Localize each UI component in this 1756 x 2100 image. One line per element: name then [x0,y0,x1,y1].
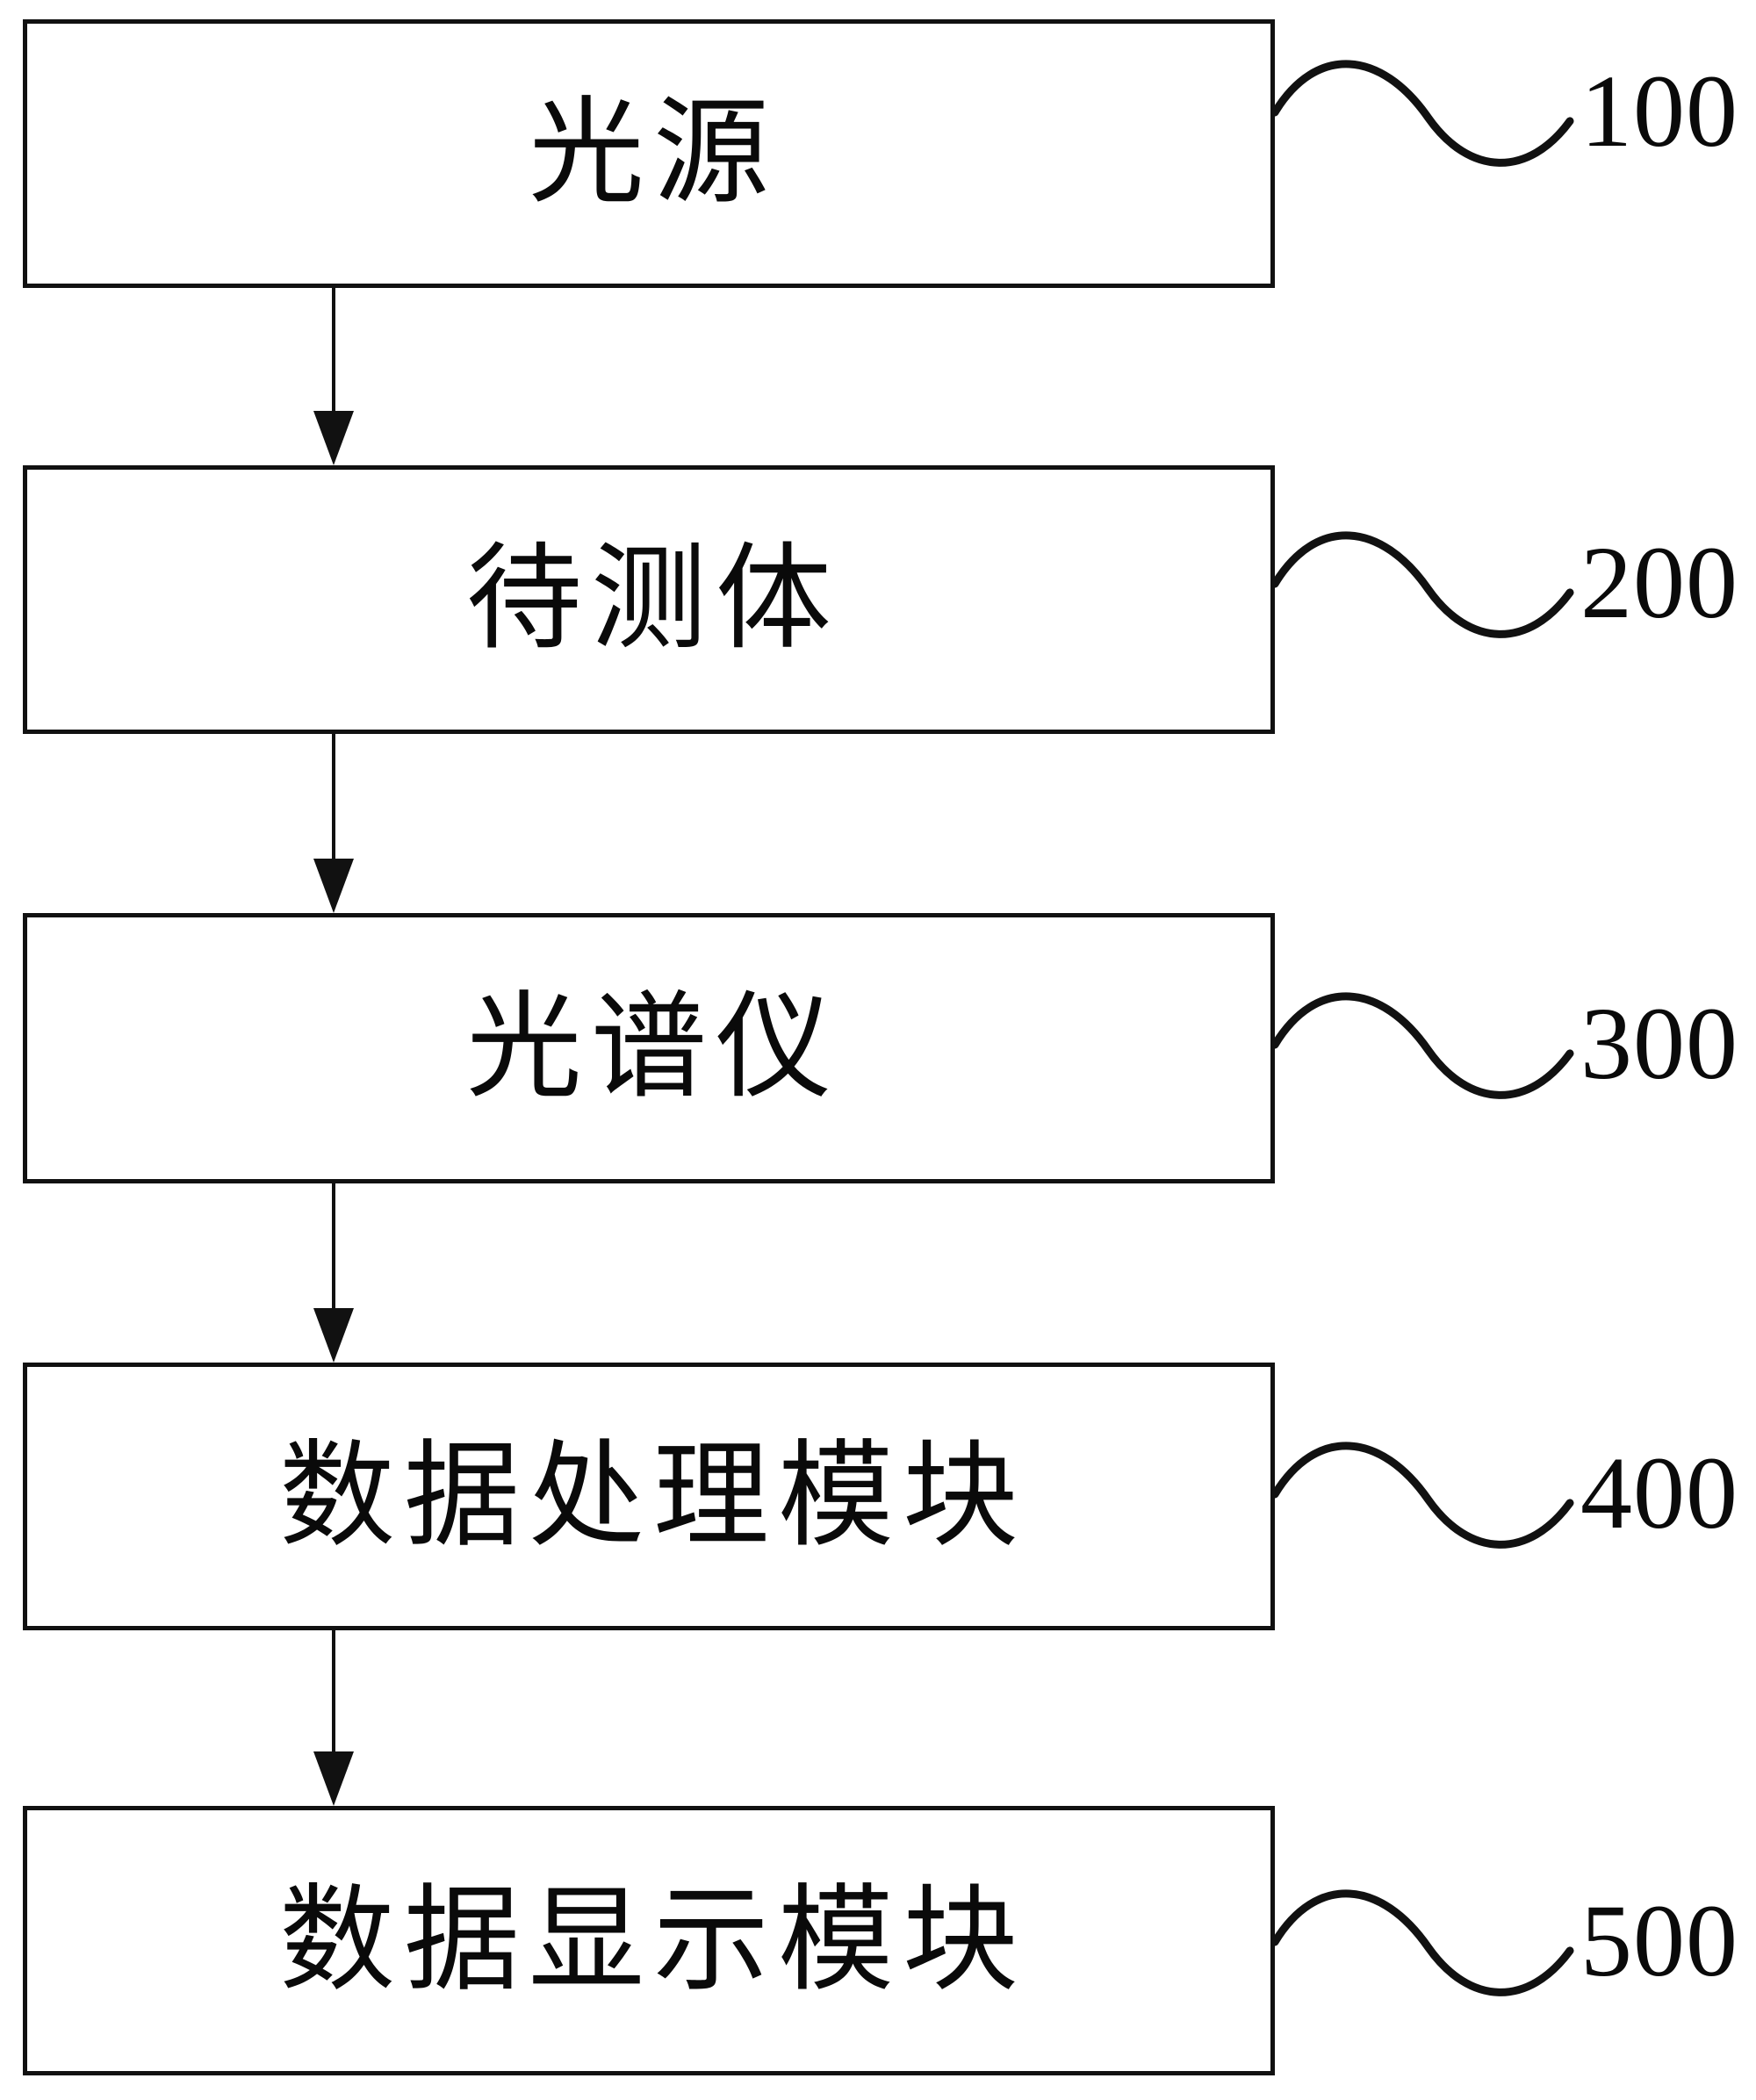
flow-arrow-down-icon [303,1630,364,1806]
flow-node-spectrometer[interactable]: 光谱仪 [23,913,1275,1183]
squiggle-leader-icon [1270,1875,1574,2009]
flow-arrow-down-icon [303,734,364,913]
flow-node-sample[interactable]: 待测体 [23,465,1275,734]
squiggle-leader-icon [1270,46,1574,179]
reference-number: 100 [1580,54,1738,169]
flow-node-data-display-module[interactable]: 数据显示模块 [23,1806,1275,2075]
flow-node-light-source[interactable]: 光源 [23,19,1275,288]
squiggle-leader-icon [1270,517,1574,651]
flow-node-label: 数据处理模块 [279,1431,1027,1561]
flow-node-label: 光谱仪 [466,983,840,1112]
squiggle-leader-icon [1270,1428,1574,1561]
reference-number: 400 [1580,1435,1738,1550]
flow-node-label: 待测体 [466,535,840,664]
flow-arrow-down-icon [303,1183,364,1363]
reference-number: 200 [1580,525,1738,640]
reference-number: 300 [1580,986,1738,1101]
flow-node-data-processing-module[interactable]: 数据处理模块 [23,1363,1275,1630]
flow-node-label: 数据显示模块 [279,1875,1027,2005]
flow-node-label: 光源 [529,89,778,218]
flow-arrow-down-icon [303,288,364,465]
reference-number: 500 [1580,1883,1738,1998]
squiggle-leader-icon [1270,978,1574,1111]
